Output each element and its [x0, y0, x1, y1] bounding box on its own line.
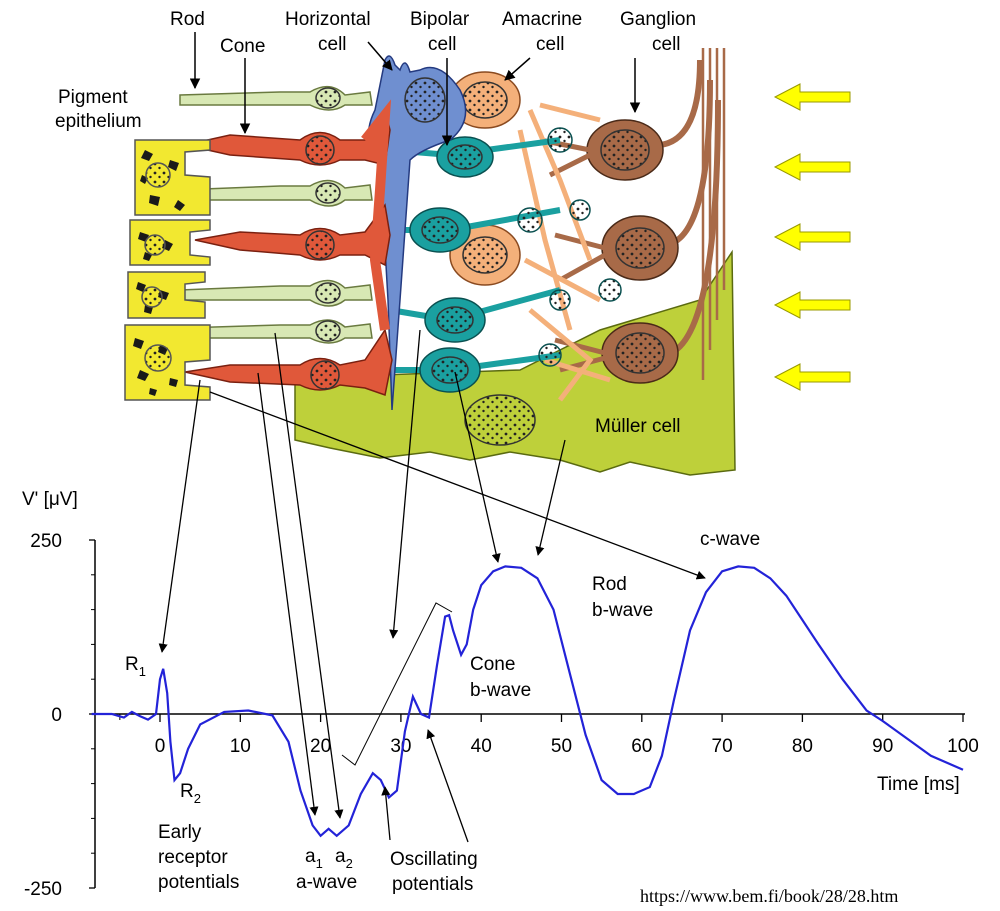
y-tick-label: -250 — [24, 879, 62, 900]
label-oscillating-line1: Oscillating — [390, 849, 478, 870]
label-early-line1: Early — [158, 822, 202, 843]
label-pigment-line2: epithelium — [55, 111, 142, 132]
rod-cell-4 — [181, 319, 373, 344]
label-a1: a1 — [305, 846, 323, 871]
y-tick-label: 0 — [51, 705, 62, 726]
label-early-line3: potentials — [158, 872, 239, 893]
x-tick-label: 0 — [155, 736, 166, 757]
label-ganglion-line1: Ganglion — [620, 9, 696, 30]
label-r2: R2 — [180, 781, 201, 806]
label-muller: Müller cell — [595, 416, 681, 437]
x-tick-label: 50 — [551, 736, 572, 757]
cell-labels: Rod Cone Horizontal cell Bipolar cell Am… — [55, 9, 696, 437]
cone-cell-3 — [184, 328, 393, 396]
label-bipolar-line2: cell — [428, 34, 457, 55]
erg-curve — [91, 565, 964, 838]
cone-cell-1 — [184, 108, 391, 166]
x-tick-label: 80 — [792, 736, 813, 757]
label-a2: a2 — [335, 846, 353, 871]
oscillation-bracket — [341, 602, 453, 766]
label-early-line2: receptor — [158, 847, 228, 868]
label-horizontal-line1: Horizontal — [285, 9, 371, 30]
x-tick-label: 30 — [390, 736, 411, 757]
x-tick-label: 10 — [230, 736, 251, 757]
label-c-wave: c-wave — [700, 529, 760, 550]
label-cone: Cone — [220, 36, 265, 57]
pigment-epithelium-cells — [124, 139, 211, 401]
ganglion-cells — [539, 59, 721, 384]
light-arrow-4 — [773, 291, 851, 319]
x-axis-ticks: 0 10 20 30 40 50 60 70 80 90 100 — [119, 714, 979, 757]
label-a-wave: a-wave — [296, 872, 357, 893]
erg-chart: V' [μV] Time [ms] 0 10 20 30 40 50 60 70 80 90 100… — [22, 489, 979, 900]
label-rod: Rod — [170, 9, 205, 30]
rod-cell-1 — [179, 86, 373, 111]
muller-nucleus — [464, 394, 536, 446]
bipolar-cells — [389, 127, 622, 393]
label-horizontal-line2: cell — [318, 34, 347, 55]
x-tick-label: 100 — [947, 736, 979, 757]
label-rod-bwave-line2: b-wave — [592, 600, 653, 621]
label-bipolar-line1: Bipolar — [410, 9, 470, 30]
label-amacrine-line2: cell — [536, 34, 565, 55]
label-pointer-arrows — [189, 32, 641, 147]
incident-light-arrows — [773, 83, 851, 391]
label-pigment-line1: Pigment — [58, 87, 128, 108]
rod-cells — [177, 86, 373, 344]
label-rod-bwave-line1: Rod — [592, 574, 627, 595]
rod-cell-3 — [179, 279, 373, 307]
light-arrow-2 — [773, 153, 851, 181]
source-url: https://www.bem.fi/book/28/28.htm — [640, 886, 898, 906]
muller-cell-shape — [294, 249, 736, 476]
cone-cell-2 — [194, 203, 391, 267]
label-amacrine-line1: Amacrine — [502, 9, 582, 30]
retina-illustration — [124, 48, 851, 476]
rod-cell-2 — [177, 179, 373, 207]
x-tick-label: 20 — [310, 736, 331, 757]
light-arrow-5 — [773, 363, 851, 391]
x-tick-label: 60 — [631, 736, 652, 757]
cone-cells — [184, 99, 393, 396]
wave-pointer-arrows — [381, 729, 469, 843]
label-cone-bwave-line1: Cone — [470, 654, 515, 675]
x-tick-label: 70 — [712, 736, 733, 757]
label-oscillating-line2: potentials — [392, 874, 473, 895]
light-arrow-1 — [773, 83, 851, 111]
x-tick-label: 90 — [872, 736, 893, 757]
horizontal-cell — [367, 55, 467, 411]
label-cone-bwave-line2: b-wave — [470, 680, 531, 701]
label-r1: R1 — [125, 654, 146, 679]
label-ganglion-line2: cell — [652, 34, 681, 55]
x-tick-label: 40 — [471, 736, 492, 757]
cell-to-wave-connectors — [158, 329, 706, 819]
y-axis-ticks: -250 0 250 — [24, 531, 95, 900]
x-axis-label: Time [ms] — [877, 774, 960, 795]
y-axis-label: V' [μV] — [22, 489, 78, 510]
y-tick-label: 250 — [30, 531, 62, 552]
light-arrow-3 — [773, 223, 851, 251]
